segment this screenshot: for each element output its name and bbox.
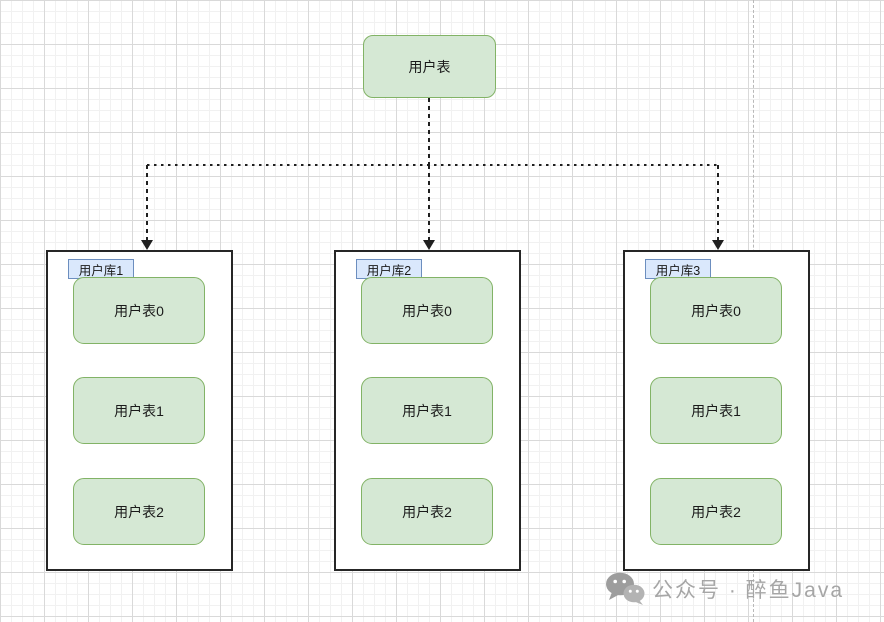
connector-drop-right xyxy=(717,165,719,242)
table-node: 用户表0 xyxy=(73,277,205,344)
root-table-label: 用户表 xyxy=(408,58,451,75)
table-node: 用户表2 xyxy=(650,478,782,545)
table-node: 用户表1 xyxy=(73,377,205,444)
database-container-2: 用户库2 用户表0 用户表1 用户表2 xyxy=(334,250,521,571)
connector-drop-middle xyxy=(428,165,430,242)
database-label: 用户库3 xyxy=(645,259,711,279)
wechat-icon xyxy=(605,572,645,605)
database-container-1: 用户库1 用户表0 用户表1 用户表2 xyxy=(46,250,233,571)
database-container-3: 用户库3 用户表0 用户表1 用户表2 xyxy=(623,250,810,571)
table-node: 用户表1 xyxy=(650,377,782,444)
table-node: 用户表2 xyxy=(73,478,205,545)
database-label: 用户库2 xyxy=(356,259,422,279)
table-node: 用户表0 xyxy=(650,277,782,344)
table-node: 用户表0 xyxy=(361,277,493,344)
root-table-node: 用户表 xyxy=(363,35,496,98)
connector-branch xyxy=(147,164,719,166)
watermark-text: 公众号 · 醉鱼Java xyxy=(652,578,845,602)
connector-drop-left xyxy=(146,165,148,242)
table-node: 用户表2 xyxy=(361,478,493,545)
table-node: 用户表1 xyxy=(361,377,493,444)
arrowhead-left xyxy=(141,240,153,250)
connector-stem xyxy=(428,98,430,165)
watermark: 公众号 · 醉鱼Java xyxy=(605,572,844,605)
arrowhead-right xyxy=(712,240,724,250)
database-label: 用户库1 xyxy=(68,259,134,279)
arrowhead-middle xyxy=(423,240,435,250)
